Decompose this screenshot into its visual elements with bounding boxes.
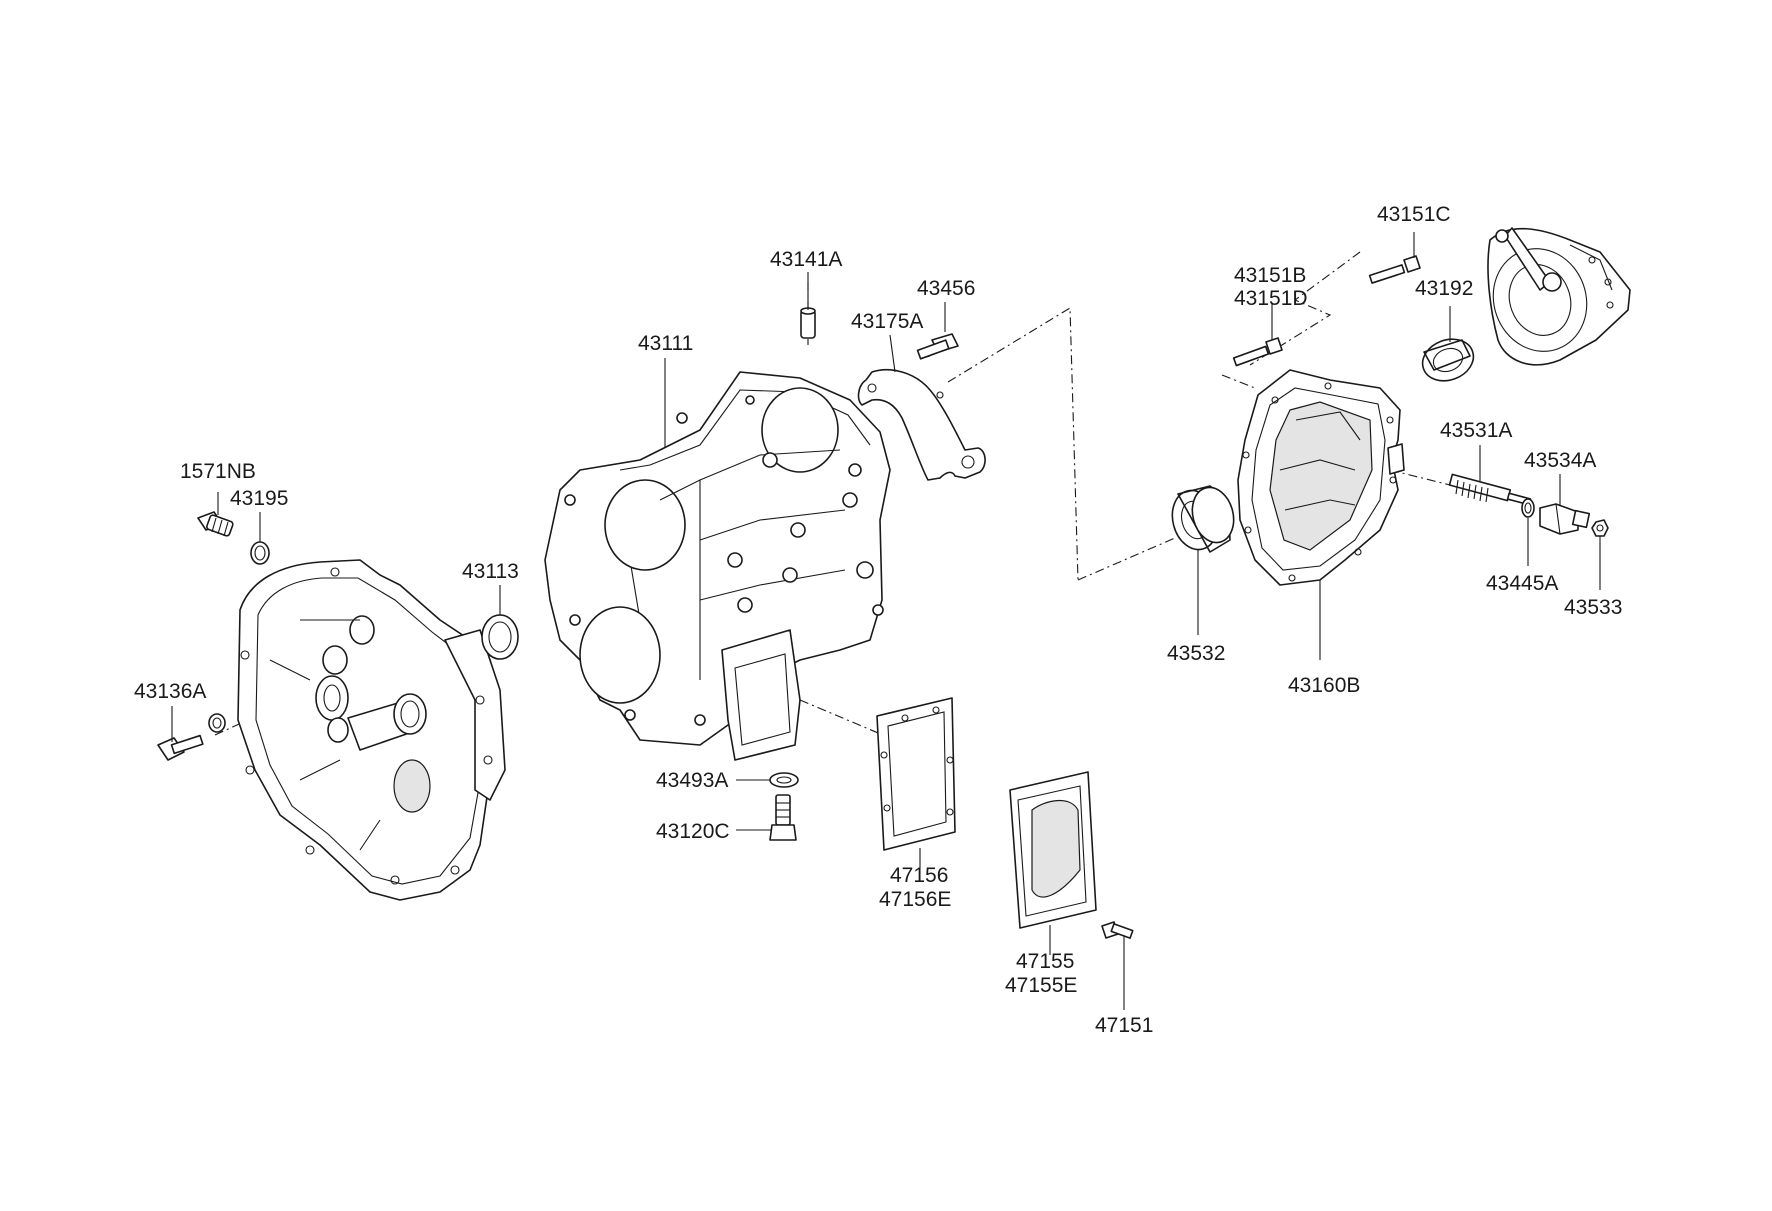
cover-47155[interactable] [1009,771,1097,929]
label-47156[interactable]: 47156 [890,864,948,887]
nut-43533[interactable] [1591,519,1609,537]
label-43111[interactable]: 43111 [638,332,693,355]
dowel-pin-43141a[interactable] [800,307,816,339]
transmission-case-43111[interactable] [544,371,891,761]
oil-seal-43192[interactable] [1417,332,1480,387]
label-43175a[interactable]: 43175A [851,310,923,333]
label-43160b[interactable]: 43160B [1288,674,1360,697]
label-43195[interactable]: 43195 [230,487,288,510]
bolt-47151[interactable] [1101,921,1134,939]
leader-lines [171,232,1601,1010]
bolt-43120c[interactable] [769,794,797,841]
bolt-43136a[interactable] [157,734,204,761]
label-47151[interactable]: 47151 [1095,1014,1153,1037]
housing-icon[interactable] [1237,369,1405,586]
sleeve-43534a[interactable] [1539,503,1591,535]
label-43533[interactable]: 43533 [1564,596,1622,619]
o-ring-43445a[interactable] [1521,498,1535,518]
label-43192[interactable]: 43192 [1415,277,1473,300]
bolt-43151c[interactable] [1368,255,1421,284]
label-47155[interactable]: 47155 [1016,950,1074,973]
extension-housing[interactable] [1479,227,1631,366]
label-43531a[interactable]: 43531A [1440,419,1512,442]
label-43151c[interactable]: 43151C [1377,203,1451,226]
washer-43136a[interactable] [208,713,226,733]
label-43456[interactable]: 43456 [917,277,975,300]
gasket-47156[interactable] [876,697,956,851]
label-43151b[interactable]: 43151B [1234,264,1306,287]
label-43151d[interactable]: 43151D [1234,287,1308,310]
oil-seal-icon[interactable] [481,614,519,660]
label-43136a[interactable]: 43136A [134,680,206,703]
washer-43493a[interactable] [769,772,799,788]
label-43493a[interactable]: 43493A [656,769,728,792]
drain-plug-1571nb[interactable] [197,511,234,537]
oil-seal-43532[interactable] [1166,483,1240,555]
speedometer-gear-43531a[interactable] [1448,473,1532,506]
label-47156e[interactable]: 47156E [879,888,951,911]
label-43141a[interactable]: 43141A [770,248,842,271]
label-47155e[interactable]: 47155E [1005,974,1077,997]
bolt-43151b[interactable] [1232,337,1283,367]
label-43120c[interactable]: 43120C [656,820,730,843]
part-labels: 43141A 43456 43175A 43111 1571NB 43195 4… [134,203,1622,1037]
clutch-housing[interactable] [237,559,506,901]
label-1571nb[interactable]: 1571NB [180,460,256,483]
label-43532[interactable]: 43532 [1167,642,1225,665]
label-43534a[interactable]: 43534A [1524,449,1596,472]
bolt-icon[interactable] [916,333,959,360]
label-43113[interactable]: 43113 [462,560,519,583]
washer-icon[interactable] [250,541,270,565]
label-43445a[interactable]: 43445A [1486,572,1558,595]
bracket-43175a[interactable] [857,368,986,481]
